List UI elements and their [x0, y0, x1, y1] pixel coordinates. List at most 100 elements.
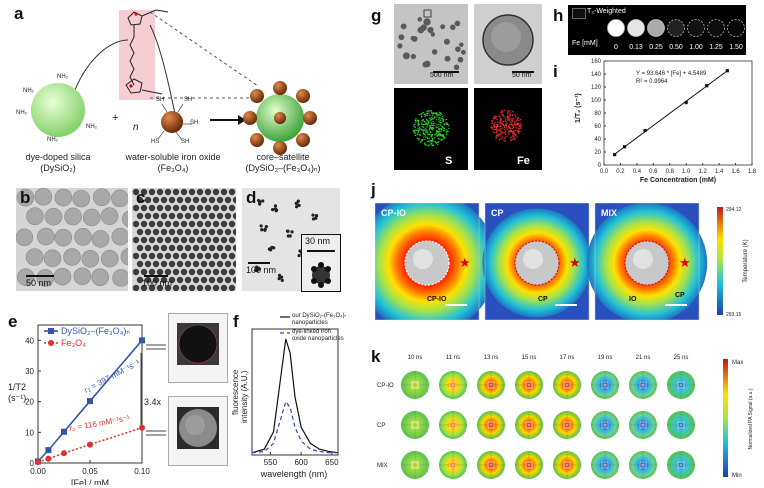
eds-dot — [505, 118, 507, 121]
particle — [208, 196, 216, 204]
eds-dot — [427, 145, 430, 147]
phantom-concentration-label: 1.50 — [729, 44, 743, 51]
eds-dot — [513, 132, 515, 134]
particle — [453, 64, 460, 71]
particle — [144, 260, 152, 268]
eds-dot — [428, 117, 431, 119]
eds-dot — [503, 128, 506, 131]
particle — [232, 276, 236, 284]
legend-label: nanoparticles — [292, 320, 328, 326]
eds-dot — [423, 136, 425, 138]
particle-outline — [449, 421, 457, 429]
eds-dot — [510, 118, 512, 120]
fit-r-squared: R² = 0.9964 — [636, 79, 668, 85]
phantom-well — [627, 19, 645, 37]
colorbar — [717, 207, 723, 315]
eds-dot — [508, 123, 511, 125]
eds-dot — [423, 129, 425, 132]
plus-sign: + — [112, 112, 119, 124]
particle — [152, 244, 160, 252]
particle — [156, 220, 164, 228]
eds-dot — [437, 132, 439, 134]
data-point — [643, 128, 647, 133]
eds-dot — [422, 118, 425, 121]
particle — [100, 249, 119, 268]
eds-dot — [424, 138, 426, 141]
data-point — [45, 447, 52, 454]
eds-dot — [433, 137, 436, 139]
eds-dot — [511, 132, 514, 135]
particle — [295, 205, 299, 209]
x-tick-label: 0.05 — [82, 467, 98, 476]
eds-dot — [433, 124, 435, 127]
particle — [454, 20, 461, 27]
eds-dot — [436, 143, 439, 146]
particle-outline — [677, 461, 685, 469]
eds-map-s — [394, 88, 468, 170]
eds-dot — [509, 121, 511, 123]
nh2-label: NH₂ — [47, 137, 58, 143]
time-label: 19 ns — [598, 355, 613, 361]
eds-dot — [420, 115, 423, 117]
eds-dot — [520, 124, 523, 126]
particle — [168, 212, 176, 220]
eds-dot — [414, 123, 416, 125]
y-tick-label: 30 — [25, 367, 34, 376]
panel-letter-a: a — [14, 4, 24, 23]
particle — [232, 260, 236, 268]
particle — [410, 36, 415, 41]
particle — [272, 246, 276, 250]
eds-dot — [415, 129, 418, 131]
eds-dot — [441, 120, 443, 122]
particle — [258, 202, 262, 206]
particle-outline — [601, 461, 609, 469]
particle — [208, 276, 216, 284]
particle-outline — [411, 461, 419, 469]
eds-dot — [518, 127, 521, 130]
particle — [160, 244, 168, 252]
eds-dot — [437, 141, 440, 143]
eds-dot — [439, 119, 442, 121]
particle — [261, 199, 265, 203]
eds-dot — [505, 123, 508, 125]
eds-dot — [426, 120, 428, 122]
eds-dot — [423, 133, 426, 136]
eds-dot — [493, 116, 495, 118]
thermal-map-title: CP-IO — [381, 208, 406, 218]
nh2-label: NH₂ — [23, 88, 34, 94]
sh-label: SH — [184, 97, 193, 103]
data-point — [87, 398, 93, 405]
x-tick-label: 1.0 — [682, 169, 691, 175]
eds-dot — [503, 126, 506, 129]
eds-dot — [501, 137, 503, 139]
particle — [410, 53, 417, 60]
colorbar-min-label: 293.15 — [726, 312, 742, 318]
eds-dot — [415, 117, 417, 120]
eds-dot — [508, 130, 511, 132]
x-axis-label: [Fe] / mM — [71, 478, 109, 485]
eds-dot — [428, 110, 430, 112]
particle — [216, 212, 224, 220]
particle — [156, 204, 164, 212]
phantom-well — [647, 19, 665, 37]
star-marker: ★ — [569, 255, 581, 270]
particle — [54, 188, 73, 207]
eds-dot — [498, 134, 500, 136]
particle-outline — [639, 381, 647, 389]
eds-dot — [495, 130, 498, 132]
eds-dot — [424, 127, 427, 129]
eds-dot — [511, 139, 513, 141]
particle — [228, 236, 236, 244]
eds-dot — [506, 112, 509, 114]
eds-dot — [519, 122, 522, 124]
particle — [16, 228, 34, 247]
eds-dot — [428, 121, 430, 123]
particle — [144, 196, 152, 204]
colorbar-max-label: 294.12 — [726, 207, 742, 213]
eds-dot — [442, 120, 445, 122]
particle — [73, 267, 92, 286]
nh2-label: NH₂ — [16, 110, 27, 116]
eds-dot — [506, 121, 508, 123]
eds-dot — [518, 123, 520, 126]
eds-dot — [505, 130, 507, 132]
